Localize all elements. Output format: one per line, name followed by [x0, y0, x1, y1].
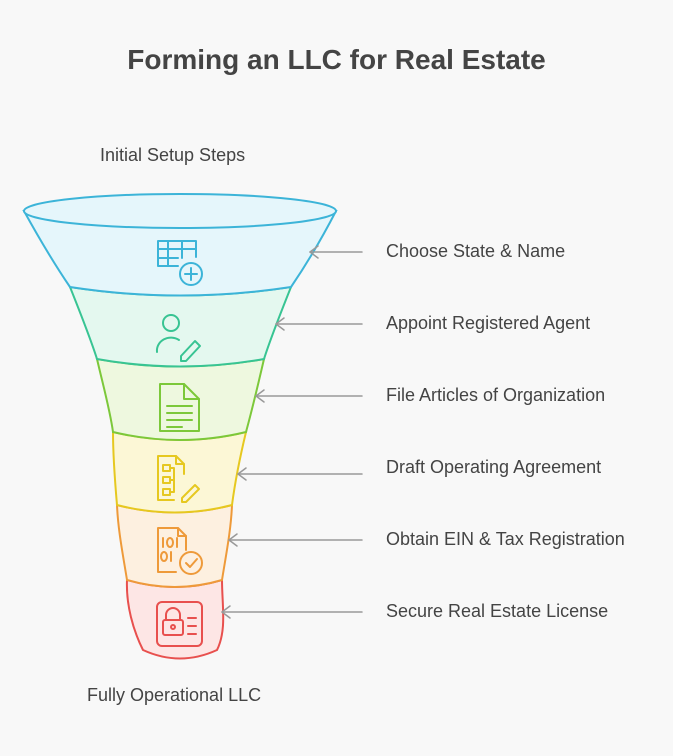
stage-label-4: Draft Operating Agreement: [386, 457, 602, 477]
funnel-top-label: Initial Setup Steps: [100, 145, 246, 165]
user-edit-icon: [155, 314, 201, 362]
connector-arrow-4: [237, 467, 363, 481]
connector-arrow-3: [255, 389, 363, 403]
connector-arrow-6: [221, 605, 363, 619]
funnel-stage-3: [95, 357, 266, 441]
spreadsheet-add-icon: [157, 240, 203, 286]
stage-label-1: Choose State & Name: [386, 241, 566, 261]
org-chart-edit-icon: [157, 455, 200, 503]
funnel-stage-1: [22, 193, 338, 297]
lock-document-icon: [156, 601, 203, 647]
connector-arrow-5: [228, 533, 363, 547]
binary-document-check-icon: [157, 527, 203, 575]
stage-label-6: Secure Real Estate License: [386, 601, 609, 621]
stage-label-3: File Articles of Organization: [386, 385, 606, 405]
stage-label-2: Appoint Registered Agent: [386, 313, 591, 333]
funnel-bottom-label: Fully Operational LLC: [87, 685, 262, 705]
connector-arrow-2: [275, 317, 363, 331]
funnel-stage-6: [125, 578, 225, 660]
stage-label-5: Obtain EIN & Tax Registration: [386, 529, 625, 549]
funnel-stage-2: [68, 285, 293, 368]
diagram-title: Forming an LLC for Real Estate: [127, 44, 546, 75]
funnel-stage-5: [115, 503, 234, 588]
connector-arrow-1: [309, 245, 363, 259]
funnel-stage-4: [111, 430, 248, 514]
document-icon: [159, 383, 200, 432]
